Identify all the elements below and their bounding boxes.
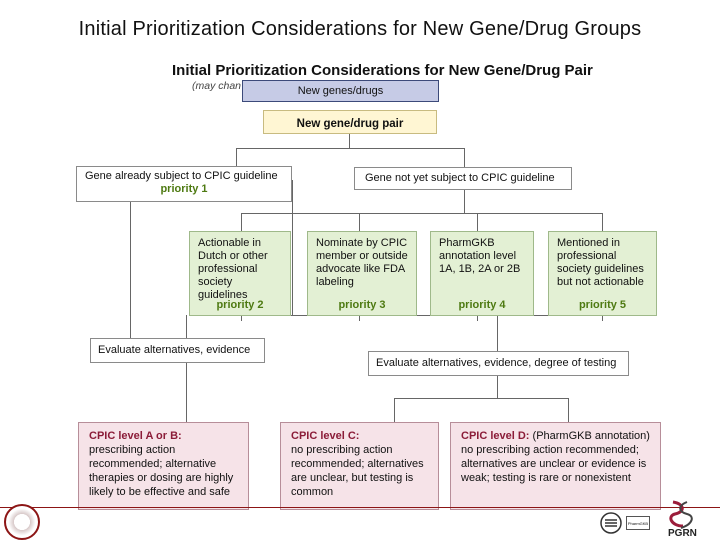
criteria-label: Actionable in Dutch or other professiona… — [198, 237, 268, 301]
connector — [497, 316, 498, 351]
criteria-node: Actionable in Dutch or other professiona… — [189, 231, 291, 316]
criteria-label: PharmGKB annotation level 1A, 1B, 2A or … — [439, 237, 521, 275]
connector — [477, 315, 478, 321]
footer-rule — [0, 507, 720, 508]
branch-right-node: Gene not yet subject to CPIC guideline — [354, 167, 572, 190]
outcome-node: CPIC level D: (PharmGKB annotation) no p… — [450, 422, 661, 510]
outcome-body: no prescribing action recommended; alter… — [461, 444, 647, 484]
connector — [236, 148, 237, 166]
outcome-node: CPIC level A or B: prescribing action re… — [78, 422, 249, 510]
branch-left-label: Gene already subject to CPIC guideline — [85, 170, 278, 182]
priority-label: priority 2 — [216, 299, 264, 311]
university-seal-icon — [4, 504, 40, 540]
pgrn-label: PGRN — [668, 528, 697, 539]
connector — [394, 398, 395, 422]
connector — [186, 315, 187, 338]
outcome-body: prescribing action recommended; alternat… — [89, 444, 234, 498]
connector — [394, 398, 569, 399]
priority-label: priority 1 — [160, 183, 208, 195]
connector — [186, 363, 187, 423]
book-logo-icon — [600, 512, 622, 534]
connector — [130, 201, 131, 351]
criteria-node: Mentioned in professional society guidel… — [548, 231, 657, 316]
connector — [359, 213, 360, 231]
criteria-node: Nominate by CPIC member or outside advoc… — [307, 231, 417, 316]
connector — [477, 213, 478, 231]
criteria-node: PharmGKB annotation level 1A, 1B, 2A or … — [430, 231, 534, 316]
connector — [241, 213, 603, 214]
outcome-node: CPIC level C: no prescribing action reco… — [280, 422, 439, 510]
outcome-heading: CPIC level A or B: — [89, 430, 182, 442]
pharmgkb-logo: PharmGKB — [626, 516, 650, 530]
connector — [602, 213, 603, 231]
diagram-title: Initial Prioritization Considerations fo… — [172, 62, 593, 79]
priority-label: priority 4 — [458, 299, 506, 311]
connector — [497, 376, 498, 398]
connector — [359, 315, 360, 321]
outcome-heading: CPIC level D: — [461, 430, 530, 442]
outcome-heading: CPIC level C: — [291, 430, 360, 442]
connector — [241, 315, 242, 321]
pgrn-logo-icon — [669, 500, 693, 529]
criteria-label: Nominate by CPIC member or outside advoc… — [316, 237, 408, 288]
connector — [464, 189, 465, 213]
slide-title: Initial Prioritization Considerations fo… — [78, 18, 642, 40]
connector — [464, 148, 465, 167]
priority-label: priority 5 — [578, 299, 627, 311]
connector — [602, 315, 603, 321]
connector — [241, 315, 603, 316]
priority-label: priority 3 — [338, 299, 386, 311]
connector — [241, 213, 242, 231]
branch-left-node: Gene already subject to CPIC guideline p… — [76, 166, 292, 202]
connector — [568, 398, 569, 422]
connector — [349, 133, 350, 149]
root-node: New gene/drug pair — [263, 110, 437, 134]
criteria-label: Mentioned in professional society guidel… — [557, 237, 644, 288]
outcome-heading-extra: (PharmGKB annotation) — [529, 430, 650, 442]
connector — [292, 180, 293, 315]
evaluate-left-node: Evaluate alternatives, evidence — [90, 338, 265, 363]
outcome-body: no prescribing action recommended; alter… — [291, 444, 424, 498]
evaluate-right-node: Evaluate alternatives, evidence, degree … — [368, 351, 629, 376]
connector — [236, 148, 465, 149]
overlay-label: New genes/drugs — [242, 80, 439, 102]
